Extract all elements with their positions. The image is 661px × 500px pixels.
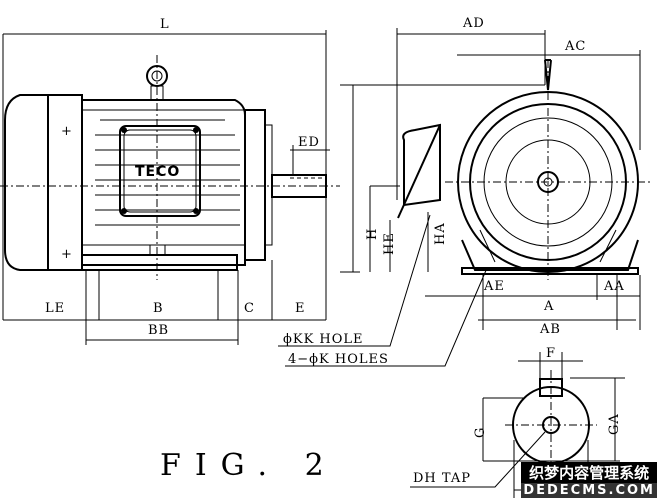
dim-C: C <box>244 301 255 316</box>
callout-k-holes: 4−ϕK HOLES <box>288 352 389 367</box>
figure-caption: FIG. 2 <box>160 448 338 483</box>
watermark-line1: 织梦内容管理系统 <box>521 462 657 483</box>
dim-F: F <box>546 346 556 361</box>
teco-logo: TECO <box>135 164 180 180</box>
end-view: AD AC H HE HA AE A AA AB ϕKK HOLE 4−ϕK H… <box>278 16 650 367</box>
dim-E: E <box>295 301 306 316</box>
watermark: 织梦内容管理系统 DEDECMS.COM <box>521 462 657 498</box>
dim-L: L <box>160 17 170 32</box>
dim-AA: AA <box>603 279 625 294</box>
dim-AC: AC <box>564 39 586 54</box>
callout-kk-hole: ϕKK HOLE <box>283 332 364 347</box>
plus-mark: + <box>61 247 73 262</box>
dim-HA: HA <box>433 222 448 245</box>
callout-dh-tap: DH TAP <box>413 471 471 486</box>
dim-ED: ED <box>298 135 320 150</box>
dim-H: H <box>365 228 380 240</box>
plus-mark: + <box>61 124 73 139</box>
dim-HE: HE <box>382 232 397 255</box>
dim-A: A <box>543 299 554 314</box>
dim-B: B <box>153 301 164 316</box>
dim-LE: LE <box>45 301 65 316</box>
dim-AD: AD <box>462 16 485 31</box>
dim-GA: GA <box>607 413 622 435</box>
dim-G: G <box>473 427 488 438</box>
dim-BB: BB <box>148 323 169 338</box>
dim-AB: AB <box>539 322 561 337</box>
dim-AE: AE <box>483 279 505 294</box>
side-view: L + + TECO ED LE <box>0 17 340 345</box>
watermark-line2: DEDECMS.COM <box>521 483 657 498</box>
